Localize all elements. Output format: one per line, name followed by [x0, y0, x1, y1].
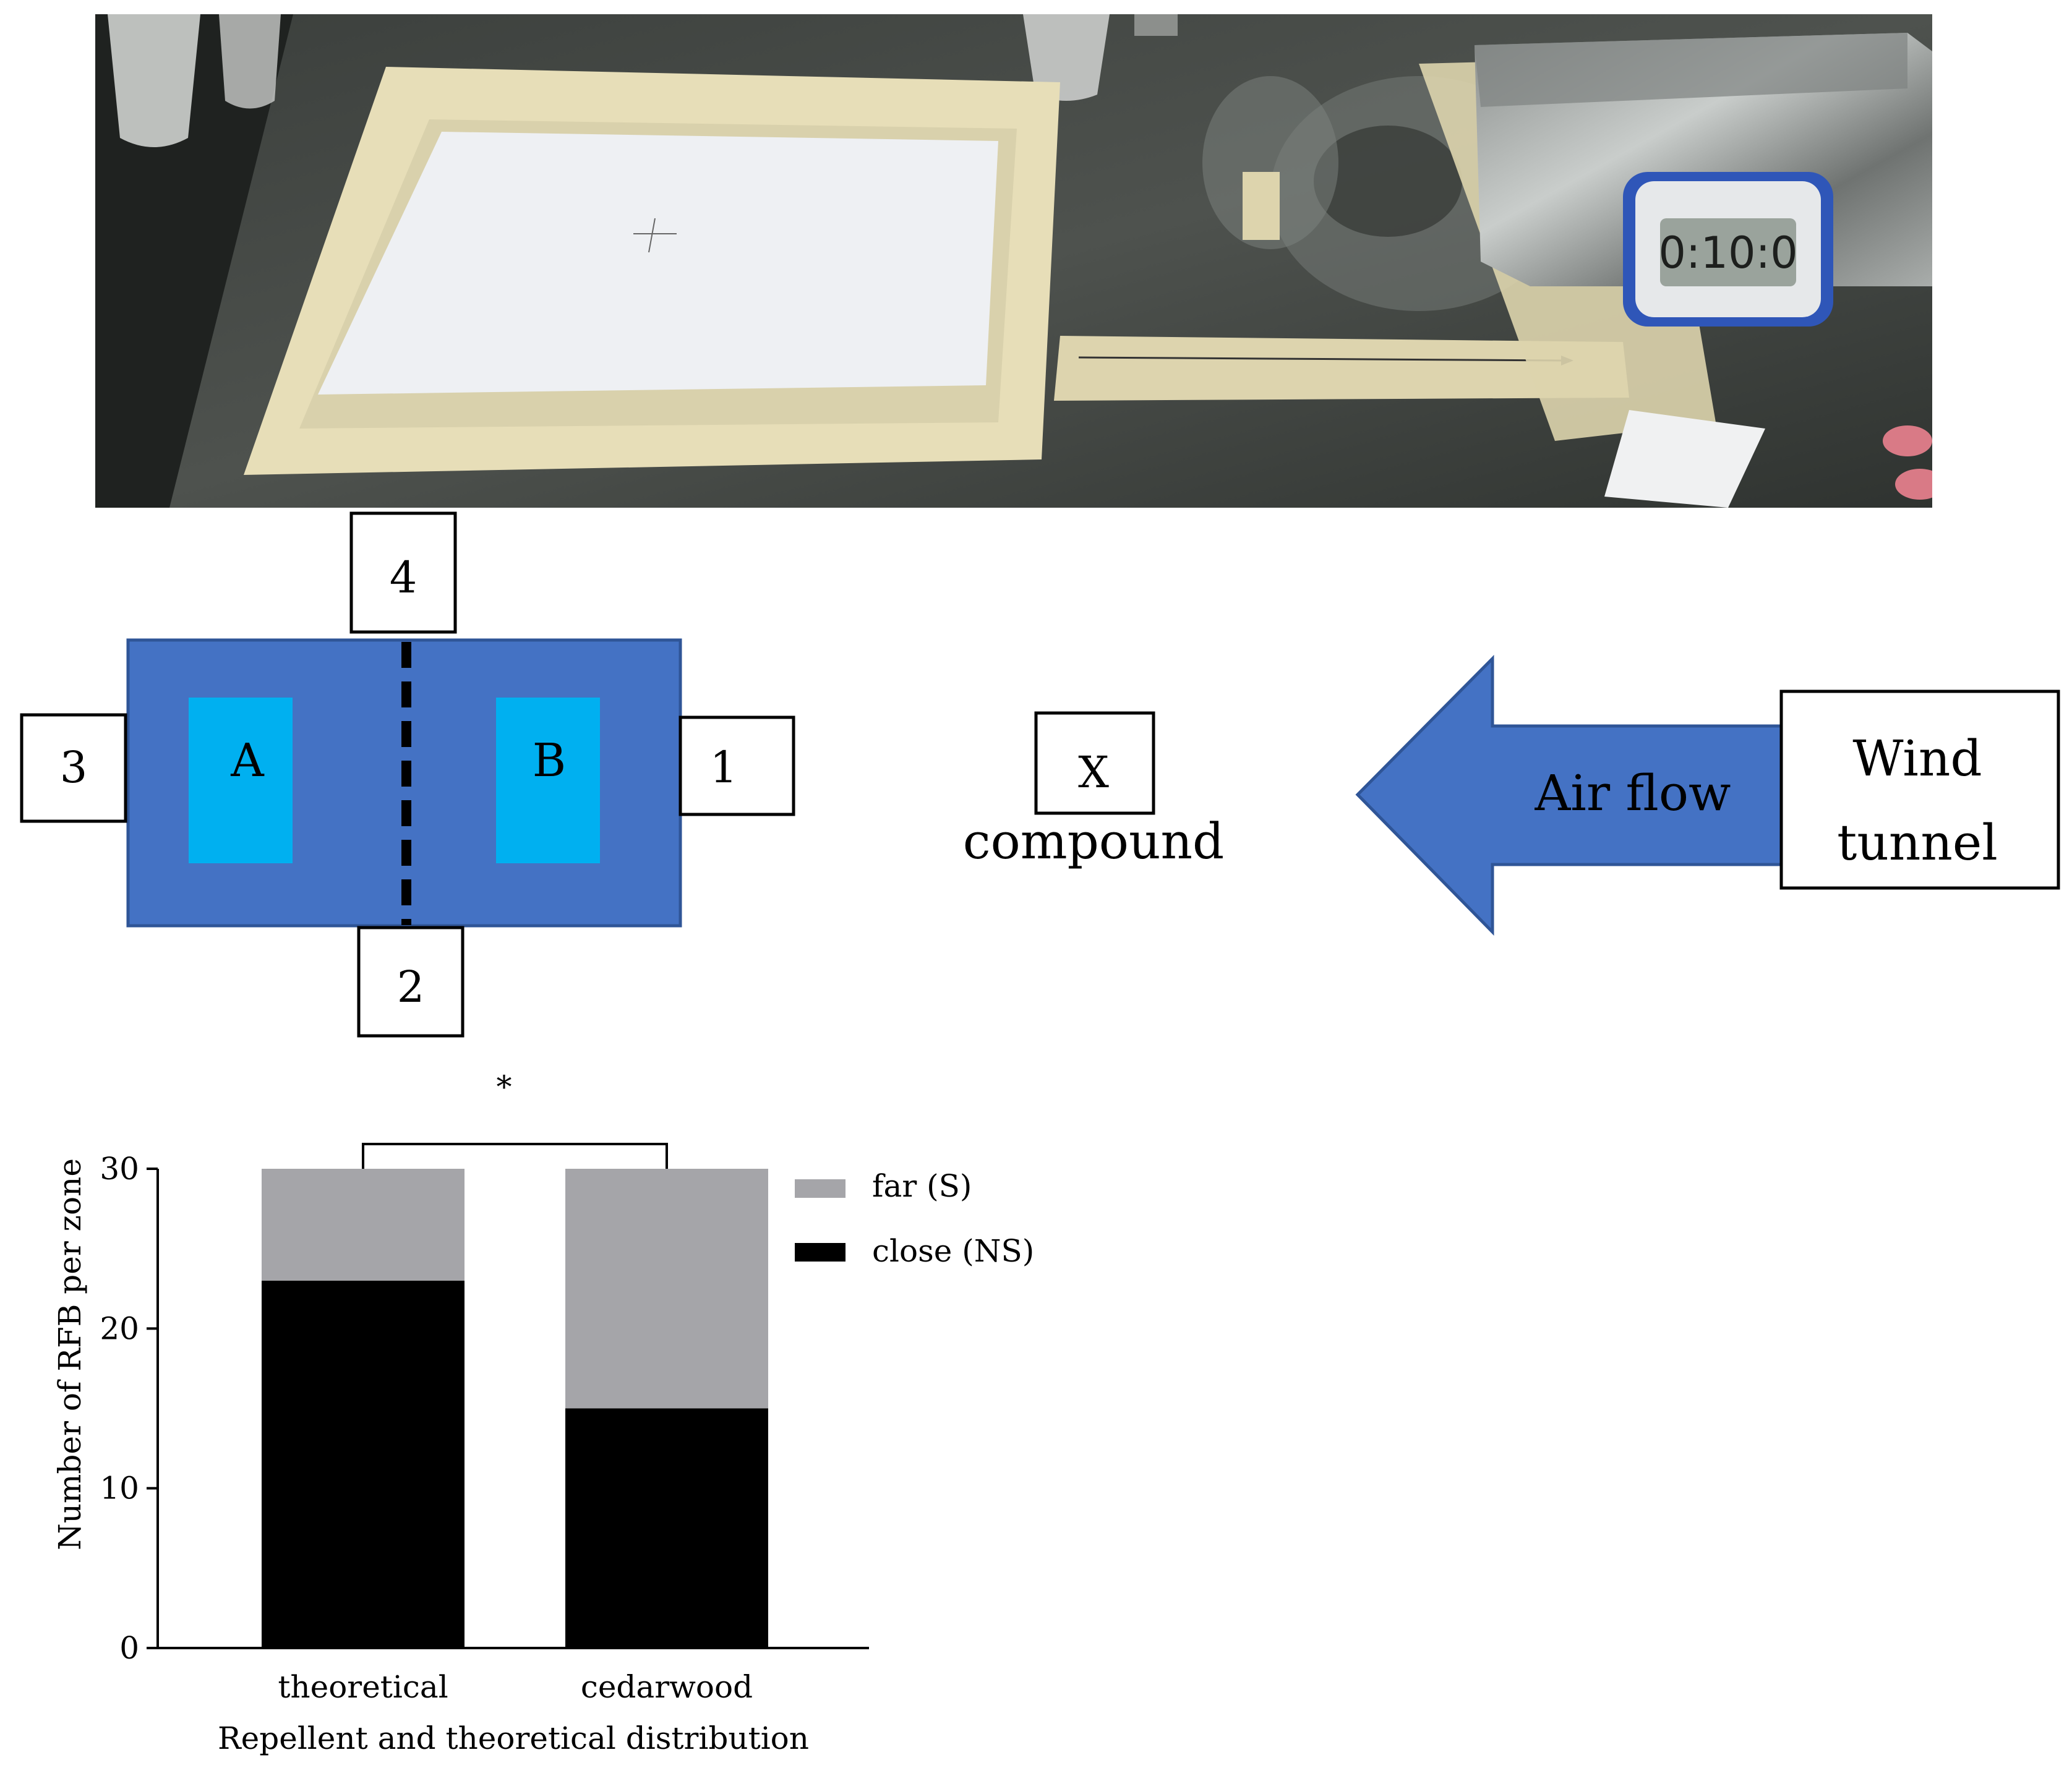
- plastic-cup: [219, 14, 281, 109]
- container: [1134, 14, 1178, 36]
- y-tick-label-20: 20: [100, 1310, 139, 1346]
- x-tick-label-theoretical: theoretical: [278, 1669, 448, 1705]
- bar-theoretical-far: [262, 1169, 464, 1281]
- y-axis-title: Number of RFB per zone: [52, 1158, 88, 1550]
- setup-diagram: A B 4 3 1 2 X compound Air flow Wind tun…: [20, 511, 2060, 1038]
- timer-display: [1660, 218, 1796, 286]
- compound-label: compound: [963, 813, 1224, 870]
- white-paper: [318, 132, 998, 395]
- wind-tunnel-line1: Wind: [1852, 730, 1982, 787]
- zone-3-box: [20, 713, 127, 823]
- legend-label-close: close (NS): [872, 1233, 1034, 1269]
- legend-label-far: far (S): [872, 1168, 972, 1204]
- bar-theoretical-close: [262, 1280, 464, 1648]
- wind-tunnel-line2: tunnel: [1837, 814, 1998, 871]
- x-axis-title: Repellent and theoretical distribution: [218, 1720, 809, 1756]
- pencil-cross: [648, 218, 656, 253]
- zone-3-label: 3: [60, 742, 88, 793]
- zone-1-label: 1: [710, 742, 738, 793]
- region-b-label: B: [533, 734, 566, 787]
- zone-1-box: [679, 715, 795, 816]
- compound-marker: X: [1078, 747, 1109, 798]
- plastic-cup: [108, 14, 200, 147]
- y-tick-label-10: 10: [100, 1471, 139, 1506]
- taped-label: [1243, 172, 1280, 240]
- plastic-cup: [1023, 14, 1110, 101]
- timer-digits: 0:10:0: [1658, 228, 1797, 278]
- y-tick-label-0: 0: [119, 1630, 139, 1666]
- region-a-label: A: [230, 734, 265, 787]
- region-b: [496, 698, 600, 863]
- wind-tunnel-top: [1475, 33, 1907, 107]
- chart-axes: theoretical cedarwood 0 10 20 30: [100, 1143, 869, 1705]
- airflow-label: Air flow: [1534, 764, 1731, 822]
- bench-stain: [1314, 126, 1462, 237]
- tube-cap: [1883, 425, 1932, 456]
- zone-2-label: 2: [397, 962, 425, 1012]
- compound-box: [1034, 711, 1155, 815]
- significance-bracket: [362, 1143, 668, 1169]
- region-a: [189, 698, 293, 863]
- x-tick-label-cedarwood: cedarwood: [581, 1669, 753, 1705]
- bench-stain: [1202, 76, 1338, 249]
- legend-swatch-far: [795, 1179, 845, 1198]
- zone-4-box: [349, 511, 457, 634]
- tube-cap: [1895, 469, 1932, 500]
- stacked-bar-chart: theoretical cedarwood 0 10 20 30 Number of RF…: [52, 1069, 1034, 1756]
- chart-marks: [262, 1169, 768, 1648]
- y-tick-label-30: 30: [100, 1151, 139, 1187]
- zone-4-label: 4: [390, 552, 417, 603]
- tape-corridor: [1054, 336, 1629, 401]
- measure-arrow: [1078, 356, 1562, 362]
- significance-marker: *: [497, 1069, 512, 1105]
- zone-2-box: [357, 926, 464, 1038]
- bar-cedarwood-close: [565, 1408, 768, 1648]
- bar-cedarwood-far: [565, 1169, 768, 1409]
- legend-swatch-close: [795, 1243, 845, 1262]
- wind-tunnel-box: [1779, 690, 2060, 890]
- lab-photo: 0:10:0: [95, 14, 1932, 508]
- tissue: [1604, 410, 1765, 508]
